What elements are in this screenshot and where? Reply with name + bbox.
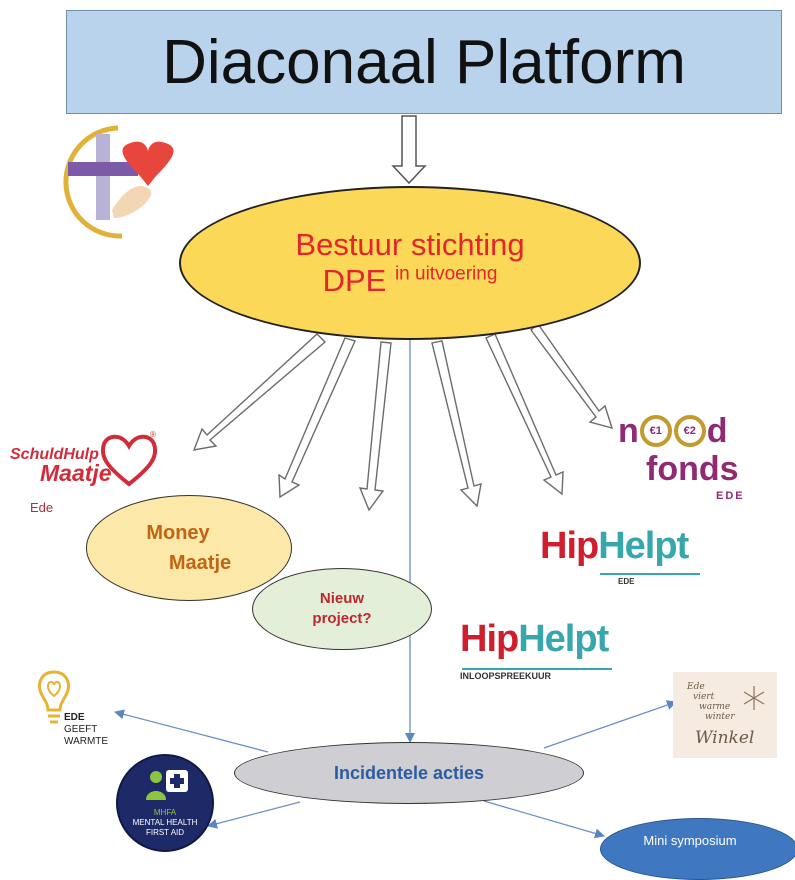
coin2-label: €2: [683, 425, 696, 437]
coin1-icon: €1: [639, 415, 672, 447]
hiphelpt-ede-helpt: Helpt: [598, 525, 689, 567]
noodfonds-logo: n €1 €2 d nood fonds EDE: [618, 412, 768, 504]
snowflake-icon: [743, 686, 765, 710]
arrow-to-money: [278, 337, 356, 499]
heart-outline-icon: [100, 434, 158, 487]
line-to-mini: [483, 800, 605, 839]
page-title: Diaconaal Platform: [162, 27, 686, 97]
hiphelpt-ede-sub: EDE: [618, 577, 635, 586]
hiphelpt-inloop-sub: INLOOPSPREEKUUR: [460, 671, 552, 681]
hiphelpt-inloop-hip: Hip: [460, 618, 519, 660]
hiphelpt-inloop-helpt: Helpt: [518, 618, 609, 660]
arrow-to-nieuw: [358, 341, 392, 512]
winter-l2: viert: [693, 692, 715, 702]
cross-heart-icon: [63, 125, 174, 239]
nieuw-project-ellipse: Nieuw project?: [252, 568, 432, 650]
noodfonds-place: EDE: [716, 490, 745, 502]
ede-geeft-l1: EDE: [64, 712, 85, 723]
arrow-to-noodfonds: [530, 322, 614, 430]
board-line2: DPE: [322, 263, 387, 298]
arrow-to-hiphelpt-ede: [485, 333, 564, 496]
money-line2: Maatje: [168, 552, 232, 574]
lightbulb-heart-icon: [38, 670, 70, 724]
diaconal-logo: [63, 125, 174, 239]
money-maatje-ellipse: Money Maatje: [86, 495, 292, 601]
incidentele-acties-ellipse: Incidentele acties: [234, 742, 584, 804]
hiphelpt-ede-logo: HipHelpt EDE: [540, 525, 710, 595]
hiphelpt-ede-underline: [600, 573, 700, 575]
noodfonds-line2: fonds: [646, 450, 739, 488]
hiphelpt-inloop-underline: [462, 668, 612, 670]
schuldhulp-line2: Maatje: [40, 460, 112, 486]
coin2-icon: €2: [673, 415, 706, 447]
board-line1: Bestuur stichting: [295, 227, 525, 262]
line-to-mhfa: [207, 801, 301, 829]
schuldhulp-place: Ede: [30, 500, 54, 515]
winter-l5: Winkel: [695, 728, 755, 748]
schuldhulp-line1: SchuldHulp: [10, 446, 99, 463]
noodfonds-d: d: [706, 412, 728, 450]
winter-l3: warme: [699, 702, 731, 712]
ede-geeft-warmte-logo: EDE GEEFT WARMTE: [30, 668, 130, 758]
line-to-ede-geeft: [114, 709, 269, 753]
nieuw-line1: Nieuw: [319, 590, 365, 607]
title-box: Diaconaal Platform: [66, 10, 782, 114]
board-ellipse: Bestuur stichting DPE in uitvoering: [179, 186, 641, 340]
coin1-label: €1: [649, 425, 662, 437]
mhfa-l2: MENTAL HEALTH: [132, 818, 198, 827]
mhfa-l3: FIRST AID: [145, 828, 185, 837]
incidentele-label: Incidentele acties: [333, 762, 485, 783]
arrow-to-hiphelpt-inloop: [431, 340, 482, 508]
noodfonds-n: n: [618, 412, 639, 450]
mini-symposium-ellipse: Mini symposium: [600, 818, 795, 880]
nieuw-line2: project?: [312, 610, 372, 627]
winter-winkel-logo: Ede viert warme winter Winkel: [673, 672, 777, 758]
ede-geeft-l2: GEEFT: [64, 724, 98, 735]
board-line2-suffix: in uitvoering: [394, 263, 498, 285]
mini-symposium-label: Mini symposium: [643, 832, 737, 848]
hiphelpt-inloop-logo: HipHelpt INLOOPSPREEKUUR: [460, 618, 630, 688]
title-to-board-arrow: [391, 115, 427, 185]
mhfa-logo: MHFA MENTAL HEALTH FIRST AID: [116, 754, 214, 852]
schuldhulp-reg: ®: [150, 430, 156, 439]
money-line1: Money: [146, 522, 210, 544]
winter-l4: winter: [705, 712, 735, 722]
line-to-winter: [543, 700, 677, 749]
arrow-to-schuldhulp: [192, 333, 327, 451]
hiphelpt-ede-hip: Hip: [540, 525, 599, 567]
schuldhulp-logo: SchuldHulp Maatje ® Ede: [8, 430, 163, 520]
winter-l1: Ede: [687, 682, 705, 692]
mhfa-l1: MHFA: [153, 808, 177, 817]
first-aid-person-icon: [146, 770, 188, 800]
ede-geeft-l3: WARMTE: [64, 736, 109, 747]
